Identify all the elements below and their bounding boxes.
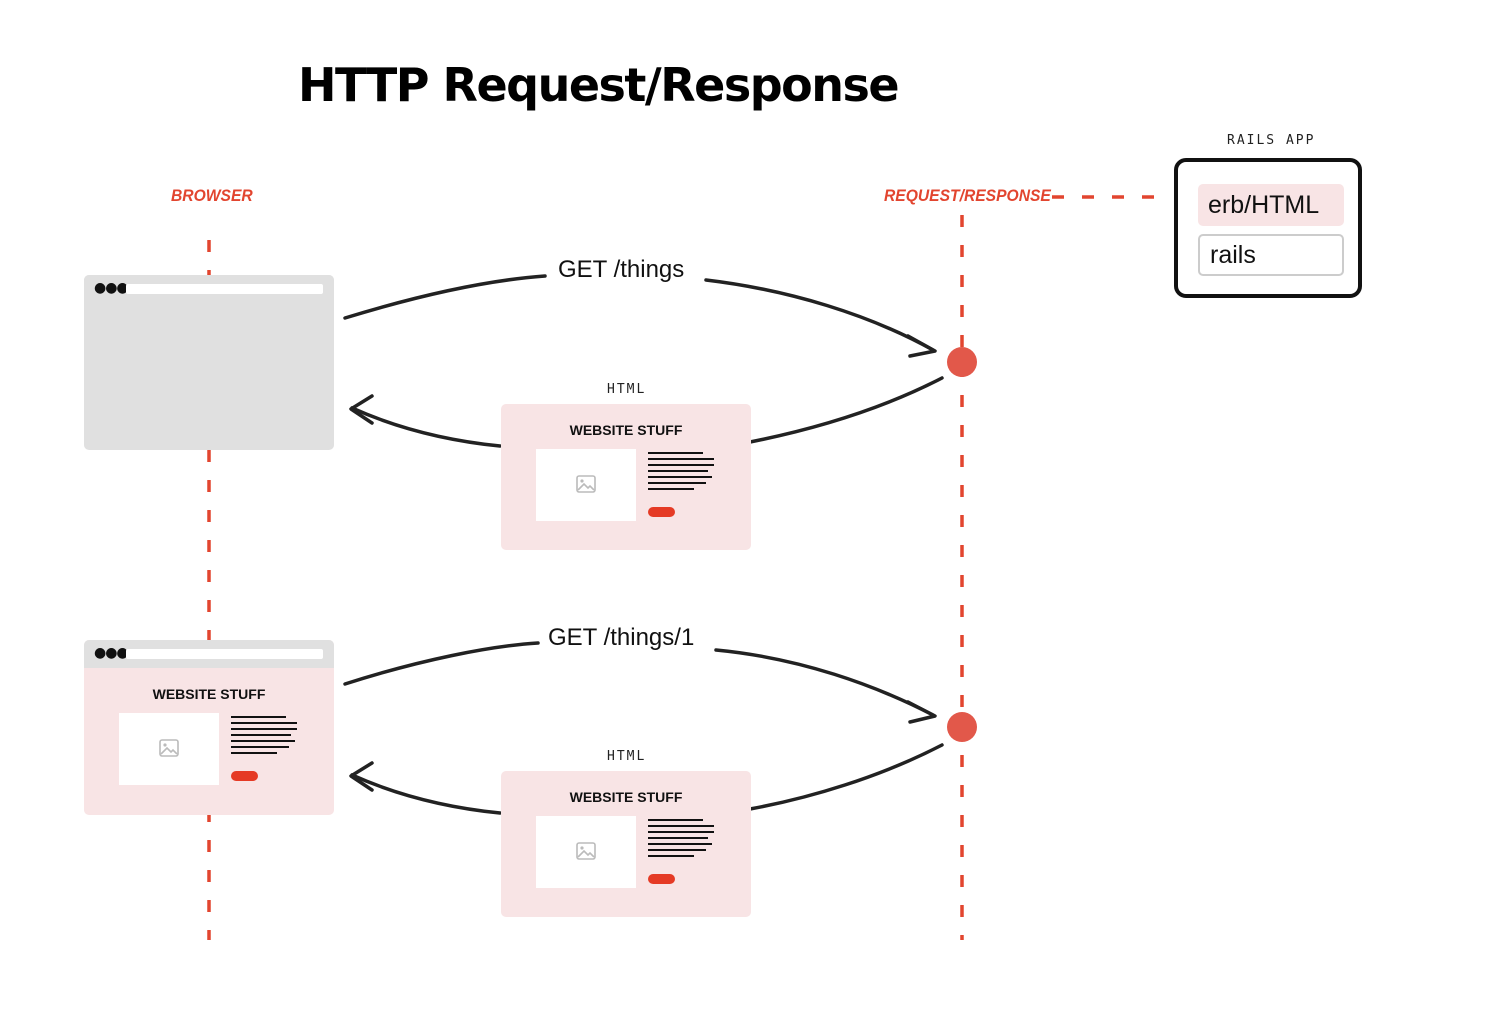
cta-pill	[231, 771, 258, 781]
address-bar	[126, 649, 323, 659]
window-dots-icon: ●●●	[94, 280, 129, 296]
cta-pill	[648, 507, 675, 517]
card-title: WEBSITE STUFF	[569, 789, 683, 805]
response-arrowhead-1	[349, 394, 374, 425]
request-label-2: GET /things/1	[544, 624, 699, 652]
rails-app-label: RAILS APP	[1227, 133, 1316, 148]
request-response-lane-label: REQUEST/RESPONSE	[884, 186, 1051, 205]
browser-toolbar: ●●●	[84, 640, 334, 668]
rendered-page: WEBSITE STUFF	[84, 668, 334, 814]
browser-lane-label: BROWSER	[171, 186, 253, 205]
response-arrowhead-2	[349, 761, 374, 792]
page-title: WEBSITE STUFF	[152, 686, 266, 702]
browser-window-empty: ●●●	[84, 275, 334, 450]
request-arrowhead-1	[906, 334, 937, 358]
image-placeholder	[119, 713, 219, 785]
node-2	[947, 712, 977, 742]
window-dots-icon: ●●●	[94, 645, 129, 661]
rails-app-item-erb: erb/HTML	[1198, 184, 1344, 226]
browser-toolbar: ●●●	[84, 275, 334, 303]
response-label-2: HTML	[607, 749, 647, 764]
address-bar	[126, 284, 323, 294]
text-lines	[648, 452, 718, 494]
text-lines	[231, 716, 301, 758]
card-title: WEBSITE STUFF	[569, 422, 683, 438]
diagram-title: HTTP Request/Response	[298, 58, 900, 112]
image-icon	[576, 842, 596, 860]
html-response-card-2: WEBSITE STUFF	[501, 771, 751, 917]
html-response-card-1: WEBSITE STUFF	[501, 404, 751, 550]
request-arrowhead-2	[906, 700, 937, 724]
request-label-1: GET /things	[554, 256, 689, 284]
image-icon	[159, 739, 179, 757]
node-1	[947, 347, 977, 377]
request-arrow-1	[343, 274, 935, 352]
browser-window-rendered: ●●● WEBSITE STUFF	[84, 640, 334, 815]
request-arrow-2	[343, 641, 935, 717]
text-lines	[648, 819, 718, 861]
response-label-1: HTML	[607, 382, 647, 397]
image-icon	[576, 475, 596, 493]
response-arrow-1	[350, 376, 944, 448]
image-placeholder	[536, 449, 636, 521]
rails-app-item-rails: rails	[1198, 234, 1344, 276]
image-placeholder	[536, 816, 636, 888]
rails-app-box: erb/HTML rails	[1174, 158, 1362, 298]
response-arrow-2	[350, 743, 944, 815]
cta-pill	[648, 874, 675, 884]
